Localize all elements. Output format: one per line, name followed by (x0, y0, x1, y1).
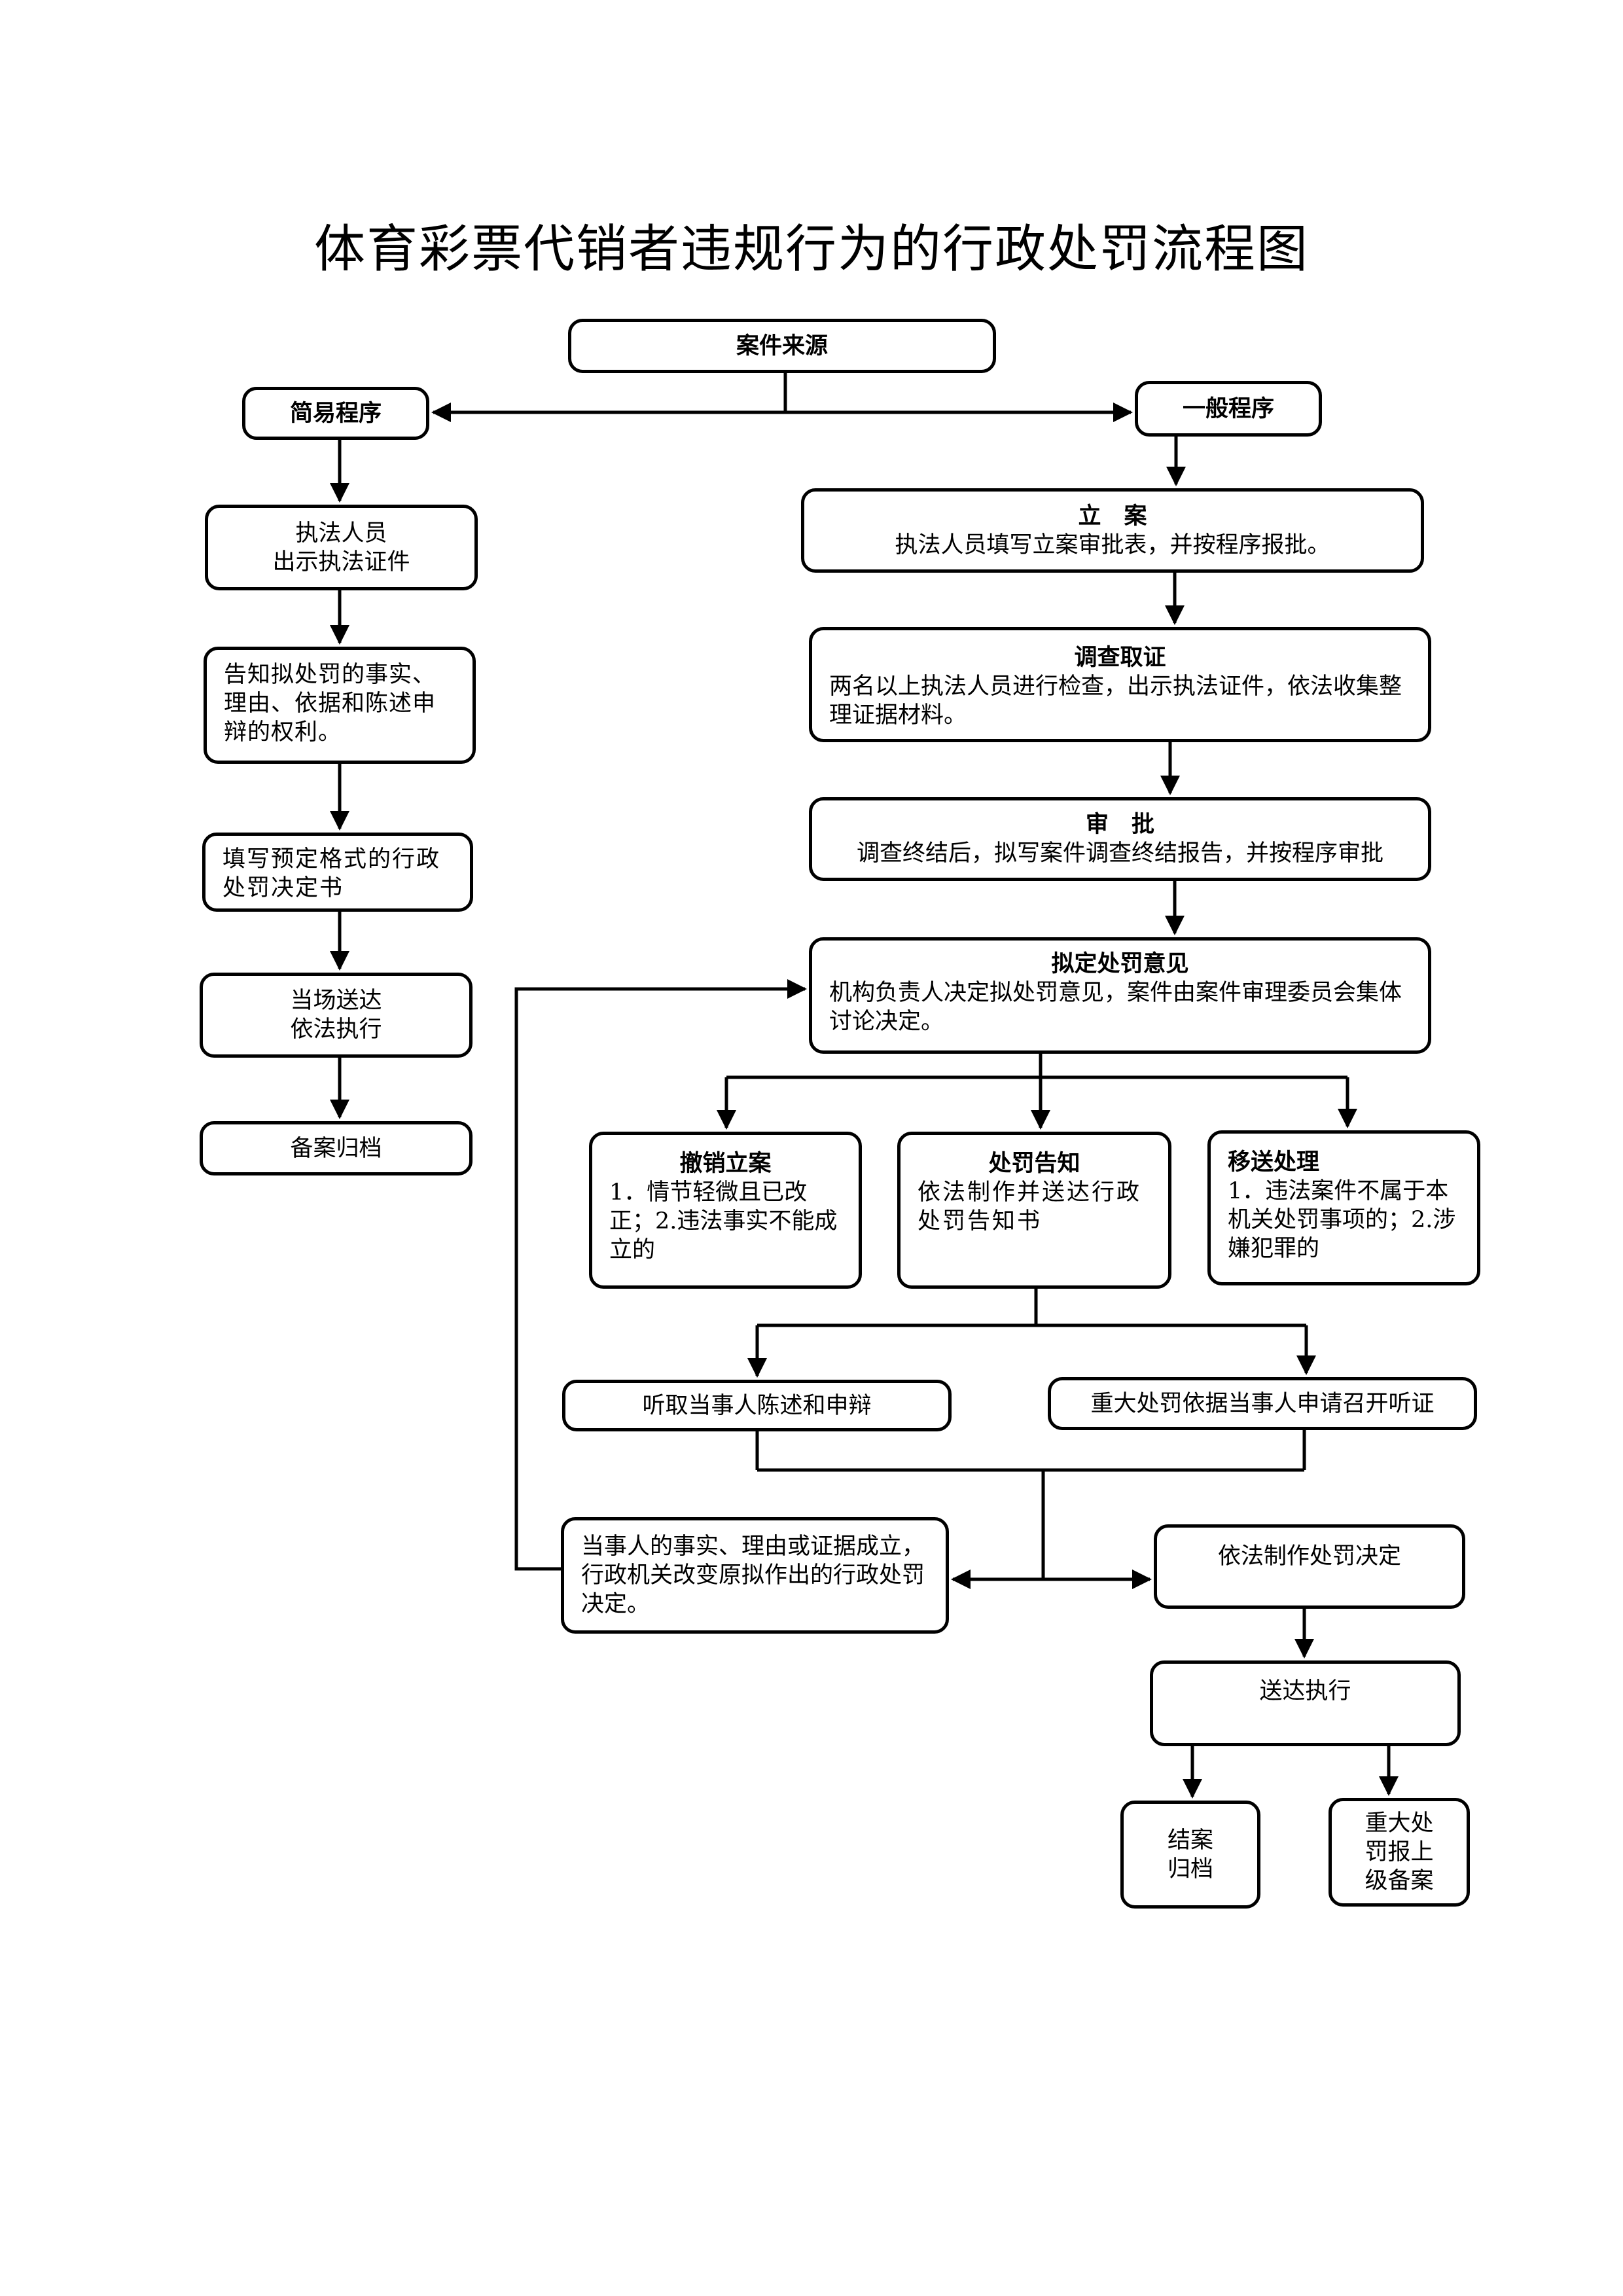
fill-decision-text: 填写预定格式的行政处罚决定书 (223, 846, 441, 901)
transfer-box: 移送处理 1．违法案件不属于本机关处罚事项的；2.涉嫌犯罪的 (1207, 1130, 1480, 1285)
close-archive-box: 结案归档 (1120, 1801, 1260, 1909)
revise-decision-box: 当事人的事实、理由或证据成立，行政机关改变原拟作出的行政处罚决定。 (561, 1517, 949, 1634)
simple-procedure-label: 简易程序 (289, 400, 382, 427)
delivery-label: 送达执行 (1259, 1678, 1351, 1704)
deliver-execute-line-2: 依法执行 (290, 1016, 382, 1043)
penalty-decision-box: 依法制作处罚决定 (1154, 1524, 1465, 1609)
show-credentials-line-1: 执法人员 (295, 520, 387, 547)
report-superior-label: 重大处罚报上级备案 (1364, 1810, 1434, 1894)
statement-defense-box: 听取当事人陈述和申辩 (562, 1380, 952, 1431)
deliver-execute-box: 当场送达 依法执行 (200, 973, 473, 1058)
approval-box: 审 批 调查终结后，拟写案件调查终结报告，并按程序审批 (809, 797, 1431, 881)
archive-box: 备案归档 (200, 1121, 473, 1175)
filing-heading: 立 案 (1078, 503, 1147, 529)
general-procedure-box: 一般程序 (1135, 381, 1322, 437)
simple-procedure-box: 简易程序 (242, 387, 429, 440)
transfer-body: 1．违法案件不属于本机关处罚事项的；2.涉嫌犯罪的 (1228, 1178, 1456, 1262)
page-title: 体育彩票代销者违规行为的行政处罚流程图 (313, 220, 1309, 279)
penalty-notice-heading: 处罚告知 (988, 1151, 1080, 1177)
penalty-opinion-heading: 拟定处罚意见 (1051, 951, 1189, 977)
filing-body: 执法人员填写立案审批表，并按程序报批。 (895, 531, 1330, 558)
investigation-box: 调查取证 两名以上执法人员进行检查，出示执法证件，依法收集整理证据材料。 (809, 627, 1431, 742)
penalty-notice-body: 依法制作并送达行政处罚告知书 (918, 1179, 1142, 1234)
feedback-loop (514, 979, 807, 1571)
major-hearing-label: 重大处罚依据当事人申请召开听证 (1090, 1390, 1435, 1417)
major-hearing-box: 重大处罚依据当事人申请召开听证 (1048, 1377, 1477, 1430)
approval-heading: 审 批 (1085, 812, 1154, 838)
statement-defense-label: 听取当事人陈述和申辩 (642, 1392, 872, 1419)
approval-body: 调查终结后，拟写案件调查终结报告，并按程序审批 (856, 840, 1383, 867)
deliver-execute-line-1: 当场送达 (290, 988, 382, 1014)
delivery-box: 送达执行 (1150, 1660, 1461, 1746)
penalty-opinion-box: 拟定处罚意见 机构负责人决定拟处罚意见，案件由案件审理委员会集体讨论决定。 (809, 937, 1431, 1054)
filing-box: 立 案 执法人员填写立案审批表，并按程序报批。 (801, 488, 1424, 573)
fill-decision-box: 填写预定格式的行政处罚决定书 (202, 833, 473, 912)
archive-label: 备案归档 (290, 1135, 382, 1162)
general-procedure-label: 一般程序 (1182, 395, 1274, 422)
investigation-body: 两名以上执法人员进行检查，出示执法证件，依法收集整理证据材料。 (829, 673, 1402, 728)
revoke-filing-body: 1．情节轻微且已改正；2.违法事实不能成立的 (609, 1179, 838, 1263)
revise-decision-text: 当事人的事实、理由或证据成立，行政机关改变原拟作出的行政处罚决定。 (581, 1534, 925, 1617)
inform-rights-box: 告知拟处罚的事实、理由、依据和陈述申辩的权利。 (204, 647, 476, 764)
penalty-notice-box: 处罚告知 依法制作并送达行政处罚告知书 (897, 1132, 1171, 1289)
show-credentials-box: 执法人员 出示执法证件 (205, 505, 478, 590)
close-archive-label: 结案归档 (1167, 1827, 1213, 1882)
show-credentials-line-2: 出示执法证件 (272, 548, 410, 575)
revoke-filing-heading: 撤销立案 (679, 1151, 772, 1177)
case-source-box: 案件来源 (568, 319, 996, 373)
case-source-label: 案件来源 (736, 332, 828, 359)
penalty-decision-label: 依法制作处罚决定 (1217, 1543, 1401, 1570)
investigation-heading: 调查取证 (1074, 645, 1166, 671)
transfer-heading: 移送处理 (1228, 1149, 1320, 1175)
report-superior-box: 重大处罚报上级备案 (1329, 1798, 1470, 1907)
revoke-filing-box: 撤销立案 1．情节轻微且已改正；2.违法事实不能成立的 (589, 1132, 862, 1289)
penalty-opinion-body: 机构负责人决定拟处罚意见，案件由案件审理委员会集体讨论决定。 (829, 980, 1402, 1035)
inform-rights-text: 告知拟处罚的事实、理由、依据和陈述申辩的权利。 (224, 662, 437, 745)
